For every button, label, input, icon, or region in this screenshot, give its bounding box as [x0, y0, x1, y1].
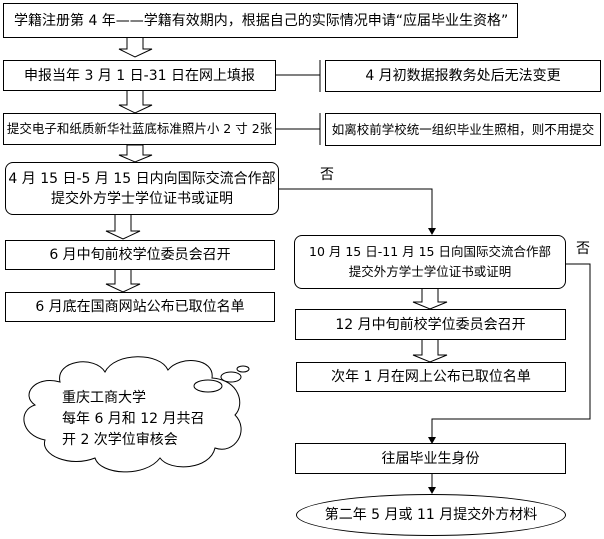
cloud-note: 重庆工商大学 每年 6 月和 12 月共召 开 2 次学位审核会 [62, 388, 205, 451]
arrowhead [428, 437, 436, 444]
block-arrow [105, 268, 141, 293]
block-arrow [118, 36, 153, 58]
block-arrow [118, 89, 153, 114]
cloud-shape [23, 356, 250, 473]
step-june-committee: 6 月中旬前校学位委员会召开 [5, 240, 275, 270]
step-june-publish-list: 6 月底在国商网站公布已取位名单 [5, 292, 275, 322]
cloud-line: 重庆工商大学 [62, 390, 146, 406]
step-submit-degree-spring: 4 月 15 日-5 月 15 日内向国际交流合作部 提交外方学士学位证书或证明 [5, 162, 279, 215]
step-online-registration: 申报当年 3 月 1 日-31 日在网上填报 [3, 60, 276, 91]
step-submit-degree-autumn: 10 月 15 日-11 月 15 日向国际交流合作部 提交外方学士学位证书或证… [294, 235, 566, 289]
step-text: 提交外方学士学位证书或证明 [348, 264, 512, 279]
block-arrow [105, 213, 141, 240]
step-previous-graduate: 往届毕业生身份 [295, 443, 566, 474]
step-december-committee: 12 月中旬前校学位委员会召开 [295, 309, 566, 340]
arrowhead [428, 487, 436, 494]
cloud-line: 开 2 次学位审核会 [62, 432, 178, 448]
arrowhead [428, 228, 436, 235]
branch-label-no: 否 [320, 167, 334, 183]
note-data-lock: 4 月初数据报教务处后无法变更 [325, 60, 601, 92]
step-submit-photos: 提交电子和纸质新华社蓝底标准照片小 2 寸 2张 [3, 113, 276, 145]
step-text: 4 月 15 日-5 月 15 日内向国际交流合作部 [8, 170, 276, 187]
cloud-line: 每年 6 月和 12 月共召 [62, 411, 205, 427]
step-text: 10 月 15 日-11 月 15 日向国际交流合作部 [309, 244, 551, 259]
note-photo-exemption: 如离校前学校统一组织毕业生照相，则不用提交 [325, 113, 601, 146]
step-submit-foreign-materials: 第二年 5 月或 11 月提交外方材料 [296, 494, 566, 536]
block-arrow [412, 338, 448, 363]
step-january-publish-list: 次年 1 月在网上公布已取位名单 [296, 362, 566, 392]
block-arrow [412, 287, 448, 310]
no-branch-line [278, 188, 433, 229]
block-arrow [118, 144, 153, 163]
branch-label-no: 否 [576, 241, 590, 257]
step-text: 提交外方学士学位证书或证明 [51, 190, 233, 207]
no-branch-line [431, 263, 591, 438]
step-apply-fresh-graduate: 学籍注册第 4 年——学籍有效期内，根据自己的实际情况申请“应届毕业生资格” [3, 3, 518, 38]
